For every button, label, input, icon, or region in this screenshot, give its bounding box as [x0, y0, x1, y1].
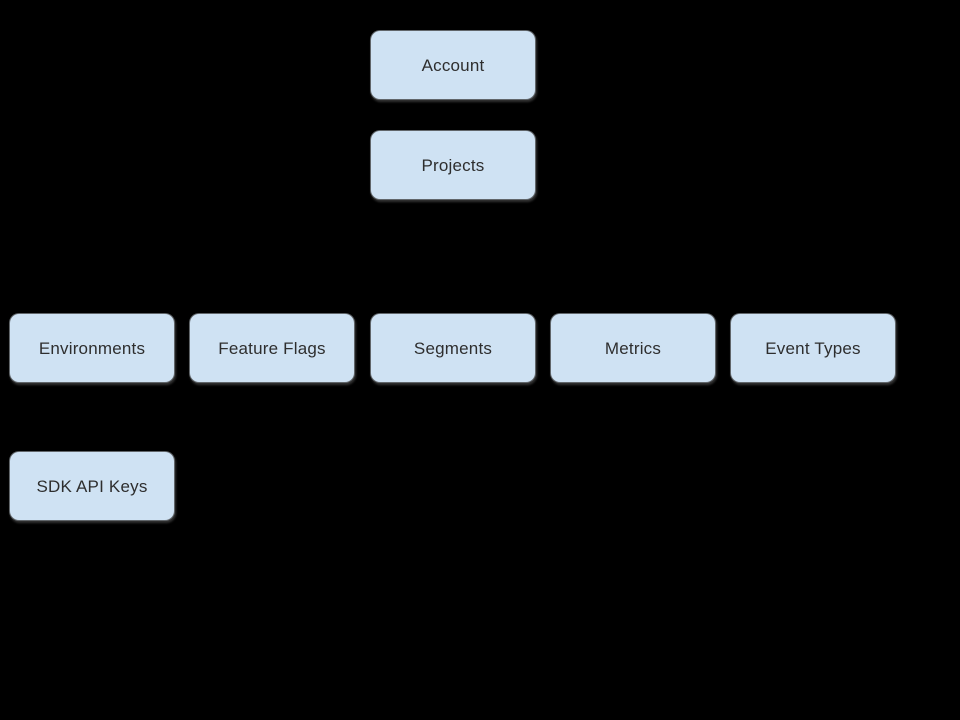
node-environments: Environments — [9, 313, 175, 383]
node-event-types-label: Event Types — [765, 338, 861, 358]
node-feature-flags-label: Feature Flags — [218, 338, 326, 358]
node-segments: Segments — [370, 313, 536, 383]
node-account-label: Account — [421, 55, 485, 75]
node-environments-label: Environments — [38, 338, 146, 358]
node-account: Account — [370, 30, 536, 100]
node-metrics-label: Metrics — [604, 338, 662, 358]
node-sdk-api-keys-label: SDK API Keys — [36, 476, 148, 496]
node-projects-label: Projects — [421, 155, 485, 175]
node-segments-label: Segments — [413, 338, 493, 358]
node-sdk-api-keys: SDK API Keys — [9, 451, 175, 521]
node-feature-flags: Feature Flags — [189, 313, 355, 383]
node-event-types: Event Types — [730, 313, 896, 383]
node-projects: Projects — [370, 130, 536, 200]
node-metrics: Metrics — [550, 313, 716, 383]
